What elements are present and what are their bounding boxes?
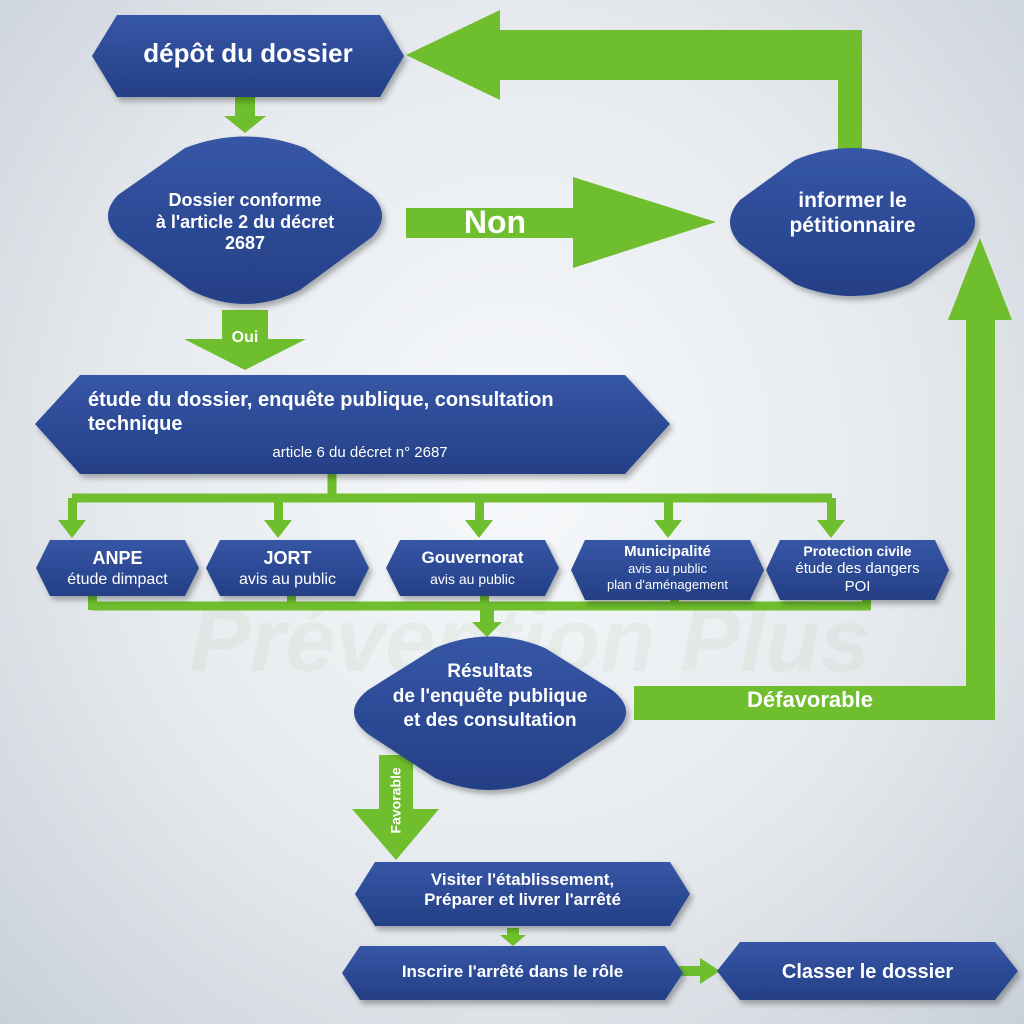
visiter-label: Visiter l'établissement, Préparer et liv… [360,870,685,911]
municipalite-title: Municipalité [624,543,711,560]
jort-sub: avis au public [239,570,336,588]
anpe-sub: étude dimpact [67,570,168,588]
node-conforme [108,136,382,304]
anpe-title: ANPE [92,548,143,568]
etude-line-1: étude du dossier, enquête publique, cons… [88,389,554,411]
resultats-line-3: et des consultation [403,710,577,732]
etude-label: étude du dossier, enquête publique, cons… [88,388,668,436]
node-visiter [355,862,690,926]
arrow-loop-back [406,10,862,152]
jort-label: JORT avis au public [210,548,365,589]
node-protection [766,540,949,600]
node-jort [206,540,369,596]
drop-municipalite [654,498,682,538]
conforme-line-1: Dossier conforme [168,190,322,210]
conforme-line-2: à l'article 2 du décret [155,211,335,232]
favorable-label: Favorable [387,767,404,834]
conforme-line-3: 2687 [224,233,266,254]
municipalite-label: Municipalité avis au public plan d'aména… [575,543,760,592]
oui-label: Oui [231,329,259,346]
node-classer [717,942,1018,1000]
etude-line-2: technique [88,413,183,435]
node-etude [35,375,670,474]
conforme-label: Dossier conforme à l'article 2 du décret… [118,190,372,255]
protection-label: Protection civile étude des dangers POI [770,543,945,596]
arrow-defavorable [634,238,1012,720]
arrow-depot-conforme [224,97,266,133]
up-jort [287,590,296,610]
arrow-non [406,177,716,268]
visiter-line-2: Préparer et livrer l'arrêté [424,890,621,910]
node-anpe [36,540,199,596]
nodes [35,15,1018,1000]
protection-title: Protection civile [803,543,912,559]
arrow-favorable [352,755,439,860]
node-depot [92,15,404,97]
drop-protection [817,498,845,538]
depot-label: dépôt du dossier [143,38,353,68]
up-anpe [88,590,97,610]
arrows [184,10,1012,984]
drop-gouvernorat [465,498,493,538]
arrow-inscrire-classer [670,958,720,984]
node-gouvernorat [386,540,559,596]
node-informer [730,148,975,296]
resultats-label: Résultats de l'enquête publique et des c… [358,660,622,734]
drop-jort [264,498,292,538]
arrow-visiter-inscrire [500,928,526,946]
jort-title: JORT [263,548,312,568]
informer-label: informer le pétitionnaire [740,188,965,238]
inscrire-label: Inscrire l'arrêté dans le rôle [401,962,624,981]
gouvernorat-title: Gouvernorat [421,548,524,567]
resultats-line-1: Résultats [447,661,533,682]
protection-sub-2: POI [844,577,871,595]
resultats-line-2: de l'enquête publique [392,685,588,707]
up-gouvernorat [480,590,489,610]
defavorable-label: Défavorable [747,687,873,712]
municipalite-sub-1: avis au public [628,561,707,576]
node-municipalite [571,540,764,600]
arrow-oui [184,310,306,370]
node-inscrire [342,946,683,1000]
node-resultats [354,636,626,790]
gouvernorat-label: Gouvernorat avis au public [390,548,555,588]
anpe-label: ANPE étude dimpact [40,548,195,589]
merge-arrow [472,606,502,637]
up-municipalite [670,596,679,610]
gouvernorat-sub: avis au public [430,571,515,588]
municipalite-sub-2: plan d'aménagement [606,576,728,592]
informer-line-2: pétitionnaire [789,214,916,238]
branch-drops [58,498,871,637]
etude-sub-label: article 6 du décret n° 2687 [272,444,448,461]
non-label: Non [463,204,527,240]
visiter-line-1: Visiter l'établissement, [430,870,615,889]
drop-anpe [58,498,86,538]
classer-label: Classer le dossier [781,961,954,983]
protection-sub-1: étude des dangers [795,559,920,577]
informer-line-1: informer le [798,189,907,212]
